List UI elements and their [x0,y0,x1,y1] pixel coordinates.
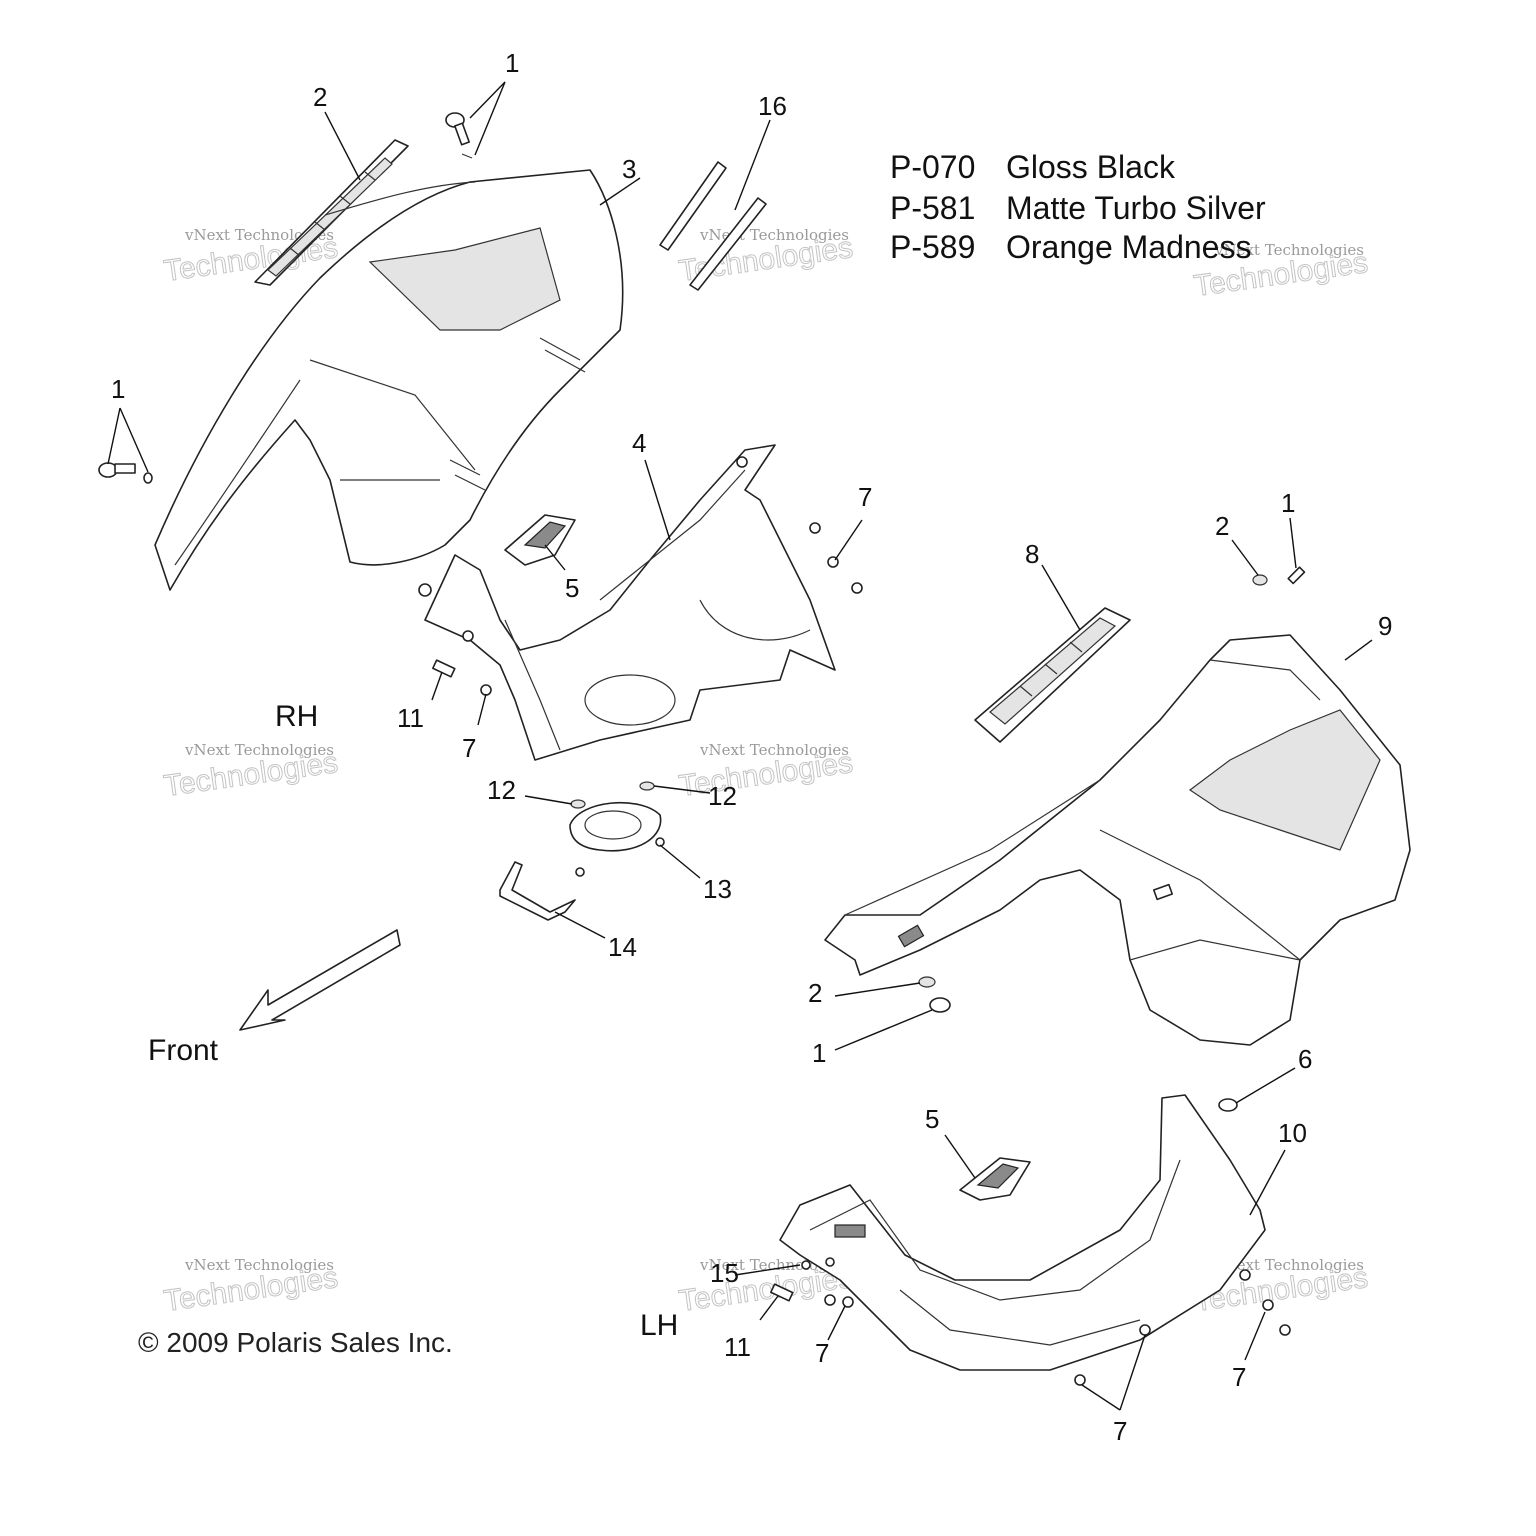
callout-7: 7 [1113,1416,1127,1446]
callout-7: 7 [1232,1362,1246,1392]
part-fastener-6 [1218,1098,1238,1112]
lh-label: LH [640,1309,678,1342]
callout-8: 8 [1025,539,1039,569]
part-lower-panel-4 [424,444,836,761]
callout-9: 9 [1378,611,1392,641]
callout-1: 1 [812,1038,826,1068]
part-vent-8 [974,607,1131,743]
watermark-small: vNext Technologies [699,741,849,759]
callout-16: 16 [758,91,787,121]
part-clip-11-bottom [770,1283,794,1302]
color-name: Gloss Black [1006,149,1176,185]
fasteners-7-top [418,456,863,696]
callout-2: 2 [313,82,327,112]
callout-1: 1 [1281,488,1295,518]
part-handle-5 [504,514,576,566]
copyright-text: © 2009 Polaris Sales Inc. [138,1327,453,1358]
callout-5: 5 [925,1104,939,1134]
color-code-legend: P-070 Gloss Black P-581 Matte Turbo Silv… [890,149,1266,265]
front-arrow-icon [239,929,401,1031]
fastener-1-top [445,112,473,159]
watermark-small: vNext Technologies [184,1256,334,1274]
callout-7: 7 [462,733,476,763]
callout-13: 13 [703,874,732,904]
color-code: P-589 [890,229,975,265]
watermark: vNext Technologies Technologies [676,741,855,804]
part-handle-5-lower [959,1157,1031,1201]
callout-3: 3 [622,154,636,184]
watermark: vNext Technologies Technologies [161,741,340,804]
color-name: Matte Turbo Silver [1006,190,1266,226]
watermark-small: vNext Technologies [1214,241,1364,259]
callout-1: 1 [111,374,125,404]
fastener-1-left [98,462,153,484]
callout-2: 2 [1215,511,1229,541]
callout-7: 7 [858,482,872,512]
callout-10: 10 [1278,1118,1307,1148]
callout-15: 15 [710,1258,739,1288]
callout-6: 6 [1298,1044,1312,1074]
part-panel-9 [824,634,1411,1046]
callout-4: 4 [632,428,646,458]
part-ring-13 [569,801,665,877]
leader-lines [107,81,1373,1411]
rh-label: RH [275,700,318,733]
color-code: P-581 [890,190,975,226]
callout-12: 12 [487,775,516,805]
part-clip-11-top [432,659,456,678]
fasteners-7-bottom [801,1257,1291,1386]
callout-1: 1 [505,48,519,78]
part-panel-3 [154,169,624,591]
watermark-small: vNext Technologies [184,741,334,759]
callout-labels: 1 2 3 16 1 4 5 7 11 7 12 12 13 14 8 2 1 … [111,48,1392,1446]
watermark: vNext Technologies Technologies [161,1256,340,1319]
callout-7: 7 [815,1338,829,1368]
watermark-small: vNext Technologies [1214,1256,1364,1274]
callout-12: 12 [708,781,737,811]
part-bracket-14 [499,861,576,921]
callout-11: 11 [724,1332,751,1362]
part-decal-16 [659,161,767,291]
fastener-1-2-right [918,566,1306,1013]
part-lower-panel-10 [779,1094,1266,1371]
front-label: Front [148,1034,219,1067]
part-washer-12 [570,781,655,809]
callout-5: 5 [565,573,579,603]
callout-14: 14 [608,932,637,962]
callout-2: 2 [808,978,822,1008]
color-code: P-070 [890,149,975,185]
color-name: Orange Madness [1006,229,1251,265]
callout-11: 11 [397,703,424,733]
